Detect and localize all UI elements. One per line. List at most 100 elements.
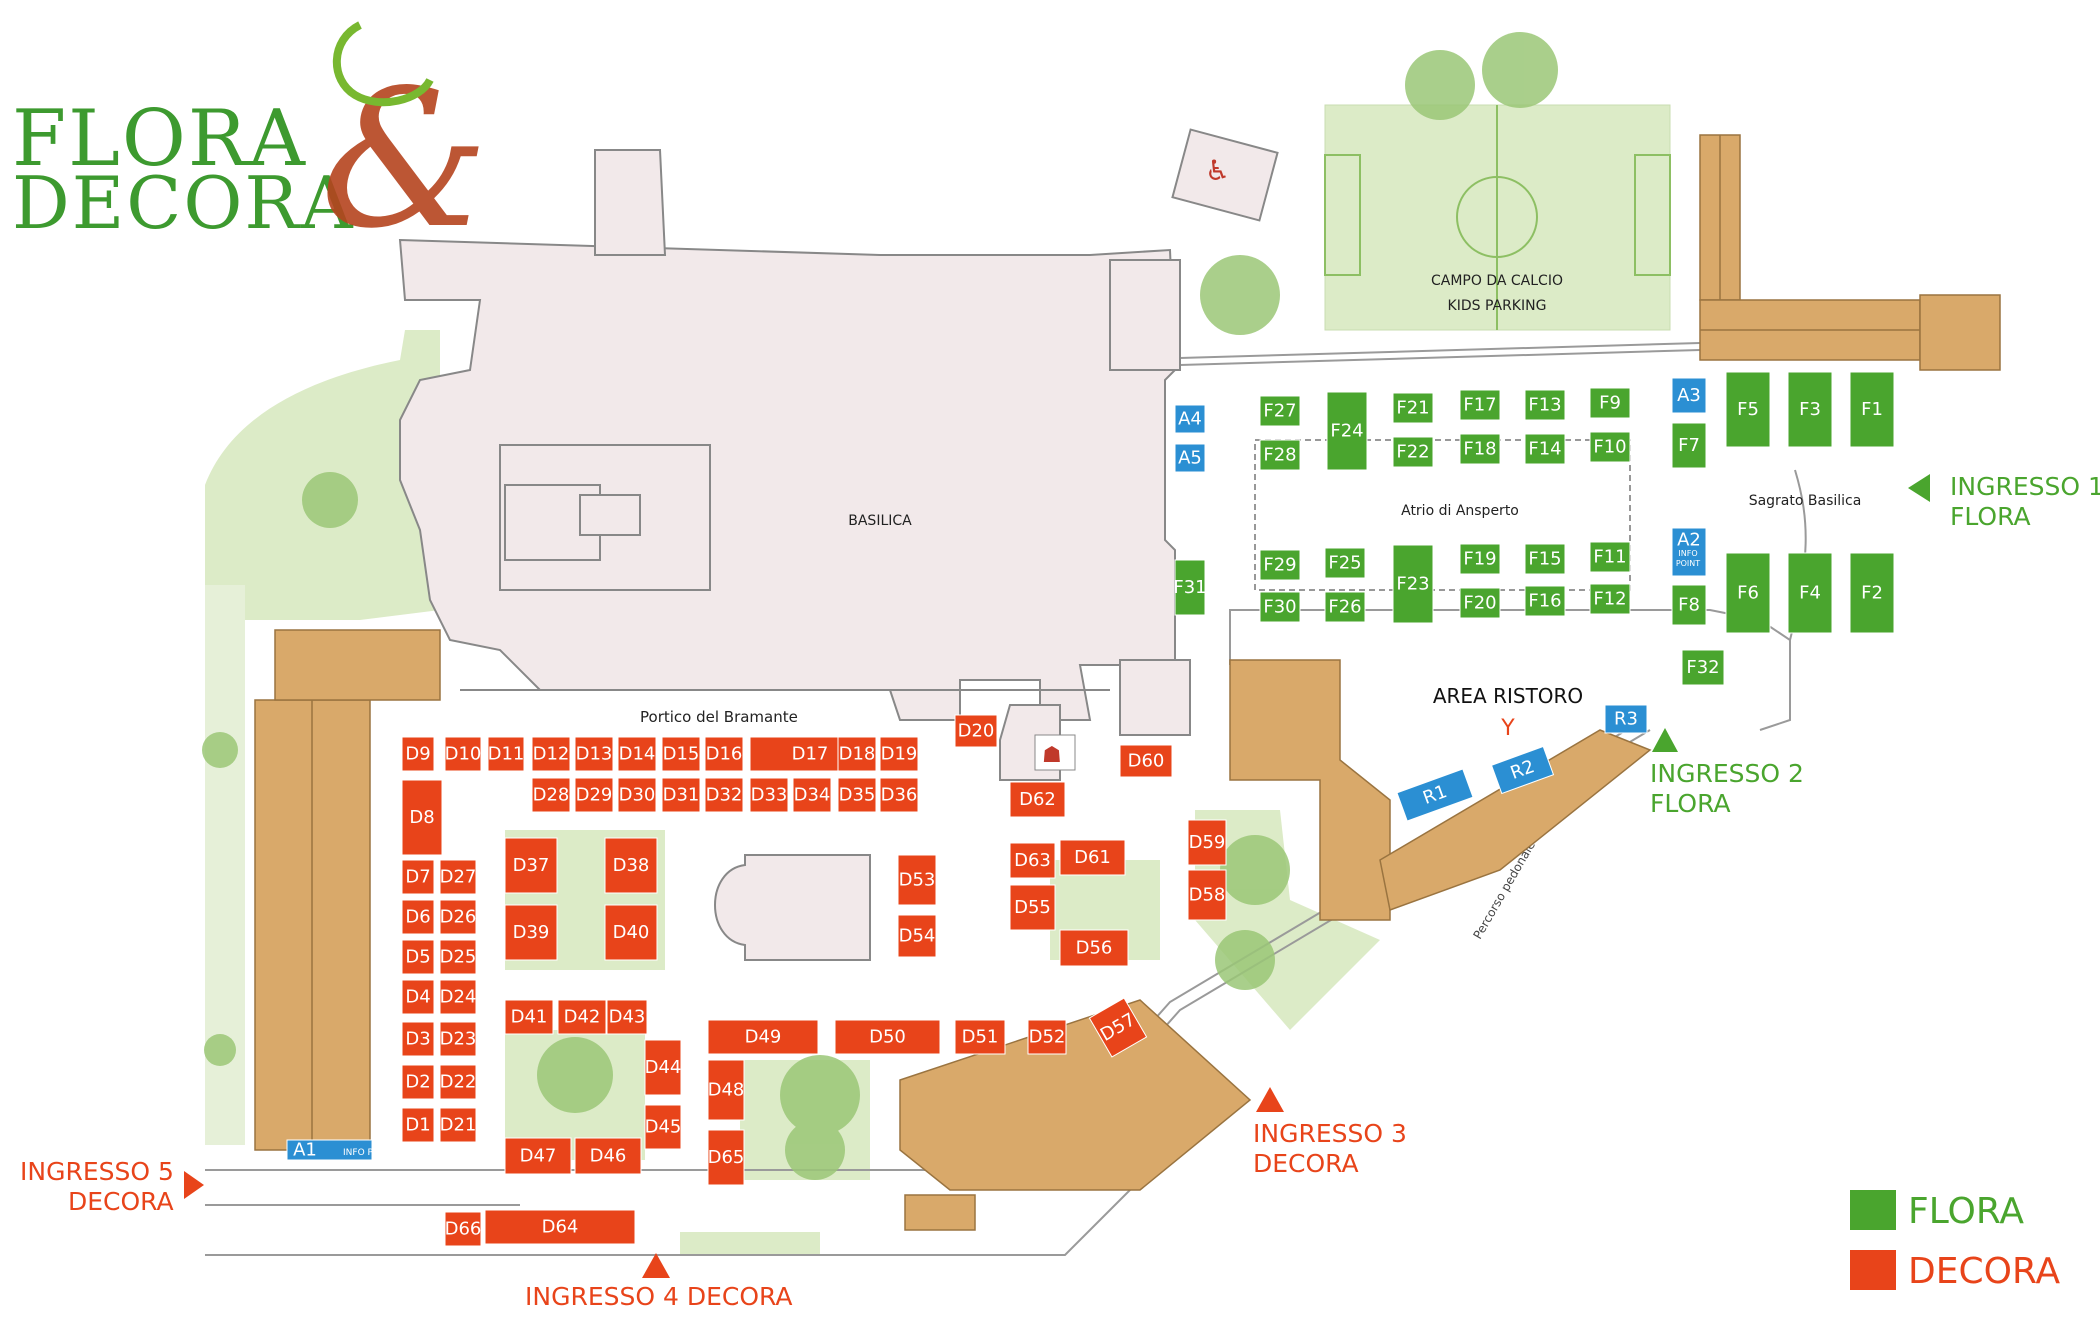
stand-d12[interactable]: D12 (531, 736, 571, 772)
entrance-2[interactable]: INGRESSO 2 FLORA (1650, 728, 1804, 818)
stand-d66[interactable]: D66 (444, 1211, 482, 1247)
stand-d55[interactable]: D55 (1009, 884, 1056, 931)
stand-d11[interactable]: D11 (487, 736, 525, 772)
stand-d53[interactable]: D53 (897, 854, 937, 906)
stand-d4[interactable]: D4 (401, 979, 435, 1015)
stand-d46[interactable]: D46 (574, 1137, 642, 1175)
stand-d34[interactable]: D34 (792, 777, 832, 813)
stand-f8[interactable]: F8 (1671, 584, 1707, 626)
stand-f27[interactable]: F27 (1259, 395, 1301, 427)
stand-d15[interactable]: D15 (661, 736, 701, 772)
stand-d59[interactable]: D59 (1187, 819, 1227, 866)
stand-d2[interactable]: D2 (401, 1064, 435, 1100)
stand-d13[interactable]: D13 (574, 736, 614, 772)
stand-r2[interactable]: R2 (1490, 745, 1555, 795)
stand-f3[interactable]: F3 (1787, 371, 1833, 448)
stand-d52[interactable]: D52 (1027, 1019, 1067, 1055)
stand-d32[interactable]: D32 (704, 777, 744, 813)
stand-d41[interactable]: D41 (504, 999, 554, 1035)
stand-d6[interactable]: D6 (401, 899, 435, 935)
stand-f6[interactable]: F6 (1725, 552, 1771, 634)
stand-f25[interactable]: F25 (1324, 547, 1366, 579)
stand-f21[interactable]: F21 (1392, 392, 1434, 424)
stand-d60[interactable]: D60 (1119, 744, 1173, 778)
stand-f16[interactable]: F16 (1524, 585, 1566, 617)
stand-d40[interactable]: D40 (604, 904, 658, 961)
stand-d1[interactable]: D1 (401, 1107, 435, 1143)
entrance-1[interactable]: INGRESSO 1 FLORA (1908, 472, 2100, 531)
stand-f18[interactable]: F18 (1459, 433, 1501, 465)
stand-d56[interactable]: D56 (1059, 929, 1129, 967)
stand-a5[interactable]: A5 (1174, 443, 1206, 473)
stand-d64[interactable]: D64 (484, 1209, 636, 1245)
stand-d8[interactable]: D8 (401, 779, 443, 856)
stand-d10[interactable]: D10 (444, 736, 482, 772)
stand-d27[interactable]: D27 (439, 859, 477, 895)
stand-r3[interactable]: R3 (1604, 704, 1648, 734)
stand-d18[interactable]: D18 (837, 736, 877, 772)
stand-f17[interactable]: F17 (1459, 389, 1501, 421)
stand-d16[interactable]: D16 (704, 736, 744, 772)
stand-a3[interactable]: A3 (1671, 377, 1707, 414)
stand-d33[interactable]: D33 (749, 777, 789, 813)
stand-d7[interactable]: D7 (401, 859, 435, 895)
stand-f7[interactable]: F7 (1671, 422, 1707, 469)
entrance-4[interactable]: INGRESSO 4 DECORA (525, 1253, 792, 1311)
stand-d44[interactable]: D44 (644, 1039, 682, 1096)
stand-f31[interactable]: F31 (1173, 559, 1207, 616)
stand-d31[interactable]: D31 (661, 777, 701, 813)
stand-f23[interactable]: F23 (1392, 544, 1434, 624)
stand-d57[interactable]: D57 (1088, 997, 1148, 1058)
stand-a4[interactable]: A4 (1174, 404, 1206, 434)
stand-d48[interactable]: D48 (707, 1059, 745, 1121)
stand-a2[interactable]: A2 (1671, 527, 1707, 577)
stand-a1[interactable]: A1 (286, 1139, 373, 1161)
stand-d5[interactable]: D5 (401, 939, 435, 975)
stand-d38[interactable]: D38 (604, 837, 658, 894)
stand-d62[interactable]: D62 (1009, 781, 1066, 818)
stand-f28[interactable]: F28 (1259, 439, 1301, 471)
entrance-5[interactable]: INGRESSO 5 DECORA (20, 1157, 204, 1216)
stand-d42[interactable]: D42 (557, 999, 607, 1035)
stand-f4[interactable]: F4 (1787, 552, 1833, 634)
stand-d26[interactable]: D26 (439, 899, 477, 935)
stand-f19[interactable]: F19 (1459, 543, 1501, 575)
stand-f1[interactable]: F1 (1849, 371, 1895, 448)
stand-d65[interactable]: D65 (707, 1129, 745, 1186)
stand-d30[interactable]: D30 (617, 777, 657, 813)
stand-d47[interactable]: D47 (504, 1137, 572, 1175)
entrance-3[interactable]: INGRESSO 3 DECORA (1253, 1087, 1407, 1178)
stand-f2[interactable]: F2 (1849, 552, 1895, 634)
stand-f22[interactable]: F22 (1392, 436, 1434, 468)
stand-f30[interactable]: F30 (1259, 591, 1301, 623)
stand-d54[interactable]: D54 (897, 914, 937, 958)
stand-f15[interactable]: F15 (1524, 543, 1566, 575)
stand-f10[interactable]: F10 (1589, 431, 1631, 463)
stand-d19[interactable]: D19 (879, 736, 919, 772)
stand-d61[interactable]: D61 (1059, 839, 1126, 876)
stand-f9[interactable]: F9 (1589, 387, 1631, 419)
stand-d25[interactable]: D25 (439, 939, 477, 975)
stand-f13[interactable]: F13 (1524, 389, 1566, 421)
stand-d21[interactable]: D21 (439, 1107, 477, 1143)
stand-f11[interactable]: F11 (1589, 541, 1631, 573)
stand-d37[interactable]: D37 (504, 837, 558, 894)
stand-d35[interactable]: D35 (837, 777, 877, 813)
stand-d23[interactable]: D23 (439, 1021, 477, 1057)
stand-f26[interactable]: F26 (1324, 591, 1366, 623)
stand-f24[interactable]: F24 (1326, 391, 1368, 471)
stand-d36[interactable]: D36 (879, 777, 919, 813)
stand-f12[interactable]: F12 (1589, 583, 1631, 615)
stand-f20[interactable]: F20 (1459, 587, 1501, 619)
stand-d28[interactable]: D28 (531, 777, 571, 813)
stand-d24[interactable]: D24 (439, 979, 477, 1015)
stand-f5[interactable]: F5 (1725, 371, 1771, 448)
stand-d51[interactable]: D51 (954, 1019, 1006, 1055)
stand-d45[interactable]: D45 (644, 1104, 682, 1150)
stand-f32[interactable]: F32 (1681, 649, 1725, 686)
stand-d29[interactable]: D29 (574, 777, 614, 813)
stand-f14[interactable]: F14 (1524, 433, 1566, 465)
stand-d58[interactable]: D58 (1187, 869, 1227, 921)
stand-d9[interactable]: D9 (401, 736, 435, 772)
stand-d49[interactable]: D49 (707, 1019, 819, 1055)
